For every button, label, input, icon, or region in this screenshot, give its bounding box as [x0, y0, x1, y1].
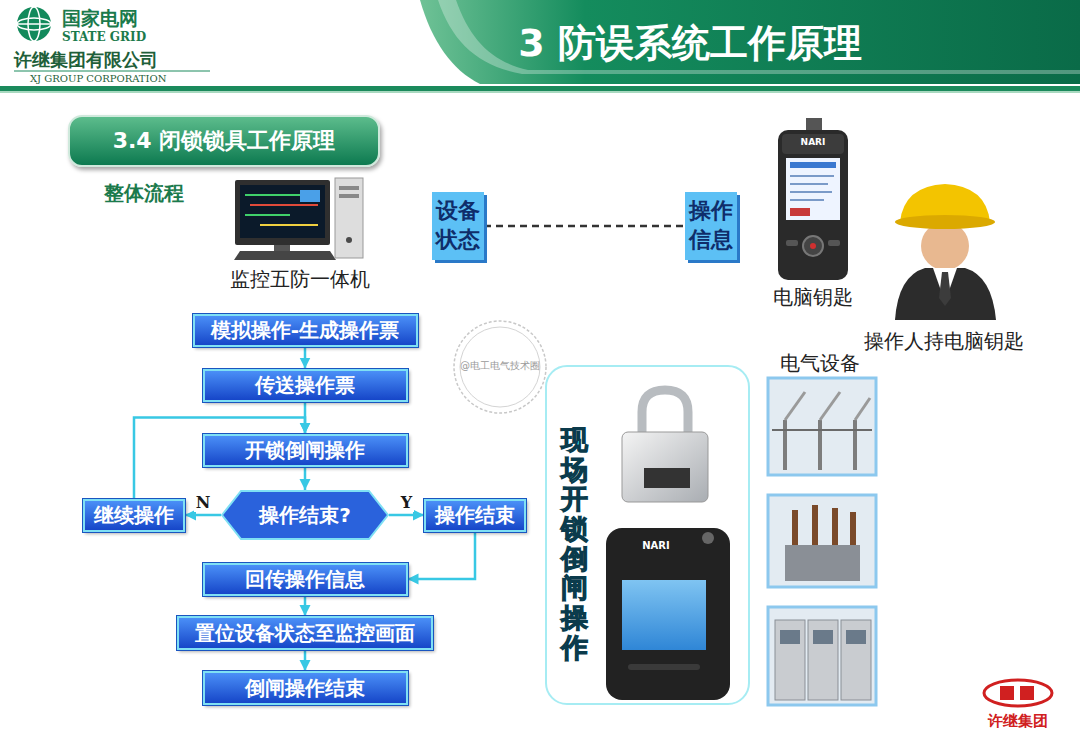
device-caption: 电气设备 — [780, 350, 860, 377]
device-caption: 电脑钥匙 — [773, 284, 853, 311]
logo-name: 国家电网 — [62, 6, 138, 32]
branch-label: N — [194, 493, 213, 512]
watermark: @电工电气技术圈 — [460, 359, 540, 373]
process-box: 继续操作 — [83, 499, 185, 532]
diamond-outline — [222, 491, 388, 539]
node-text: 模拟操作-生成操作票 — [211, 317, 399, 344]
process-box: 倒闸操作结束 — [203, 671, 408, 705]
node-text: 置位设备状态至监控画面 — [195, 620, 415, 647]
flow-arrow — [304, 596, 307, 617]
flow-arrow — [304, 347, 307, 369]
node-text: 操作结束 — [435, 502, 515, 529]
process-box: 传送操作票 — [203, 369, 408, 402]
logo-name: XJ GROUP CORPORATION — [30, 73, 166, 84]
logo-name: STATE GRID — [62, 30, 146, 44]
site-panel: 现场开锁倒闸操作 — [545, 365, 750, 705]
node-text: 3.4 闭锁锁具工作原理 — [113, 126, 336, 156]
slide-title: 3 防误系统工作原理 — [518, 18, 862, 69]
flow-arrow — [304, 650, 307, 671]
brand-mark: NARI — [642, 540, 670, 551]
node-text: 回传操作信息 — [245, 566, 365, 593]
node-text: 传送操作票 — [255, 372, 355, 399]
process-box: 置位设备状态至监控画面 — [177, 616, 433, 650]
node-text: 现场开锁倒闸操作 — [561, 425, 588, 663]
node-text: 设备状态 — [436, 197, 480, 254]
info-tag: 操作信息 — [685, 192, 737, 260]
device-caption: 操作人持电脑钥匙 — [864, 328, 1024, 355]
node-text: 倒闸操作结束 — [245, 675, 365, 702]
decision-diamond: 操作结束? — [221, 490, 389, 540]
node-text: 操作结束? — [259, 502, 351, 529]
node-text: 操作信息 — [689, 197, 733, 254]
node-text: 开锁倒闸操作 — [245, 437, 365, 464]
section-label: 整体流程 — [104, 180, 184, 207]
section-tab: 3.4 闭锁锁具工作原理 — [68, 115, 380, 167]
dashed-link — [484, 225, 685, 228]
process-box: 操作结束 — [424, 499, 526, 532]
flow-arrow — [185, 514, 221, 517]
flow-arrow — [408, 532, 476, 580]
logo-name: 许继集团 — [988, 712, 1048, 731]
process-box: 模拟操作-生成操作票 — [193, 314, 418, 347]
device-caption: 监控五防一体机 — [230, 266, 370, 293]
info-tag: 设备状态 — [432, 192, 484, 260]
branch-label: Y — [399, 493, 414, 512]
flow-arrow — [389, 514, 424, 517]
brand-mark: NARI — [801, 137, 826, 147]
process-box: 开锁倒闸操作 — [203, 434, 408, 467]
flow-arrow — [304, 467, 307, 491]
logo-name: 许继集团有限公司 — [14, 48, 158, 72]
node-text: 继续操作 — [94, 502, 174, 529]
process-box: 回传操作信息 — [203, 563, 408, 596]
